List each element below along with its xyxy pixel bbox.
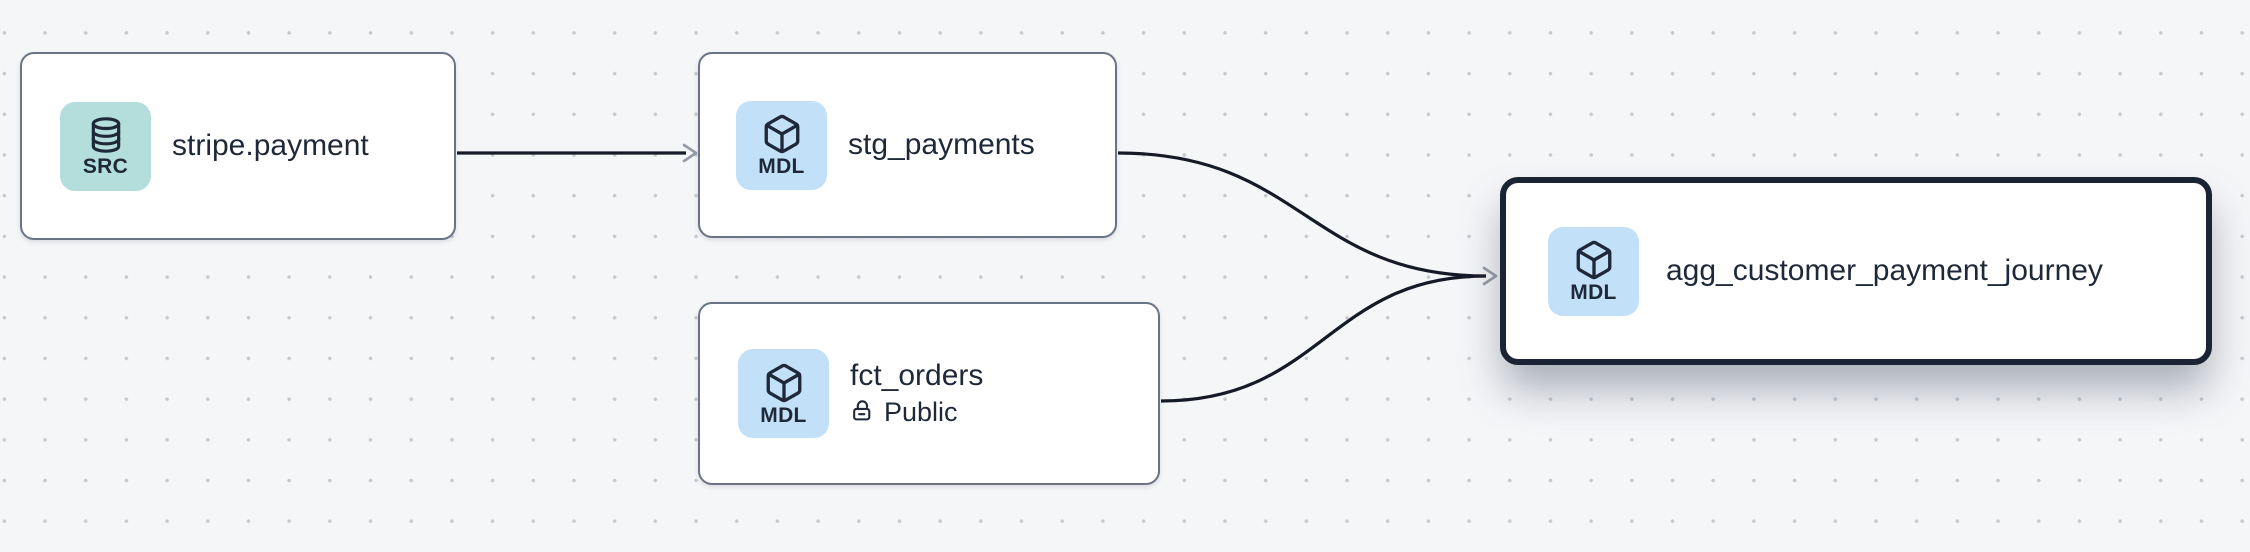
node-fct-orders[interactable]: MDL fct_orders Public	[698, 302, 1160, 485]
node-stripe-payment[interactable]: SRC stripe.payment	[20, 52, 456, 240]
model-badge: MDL	[736, 100, 827, 190]
node-stg-payments[interactable]: MDL stg_payments	[698, 52, 1117, 238]
cube-icon	[763, 362, 805, 404]
edge-fct-orders-to-agg	[1160, 274, 1487, 403]
access-label: Public	[884, 396, 958, 427]
badge-label: MDL	[760, 403, 807, 427]
node-agg-customer-payment-journey[interactable]: MDL agg_customer_payment_journey	[1500, 177, 2212, 365]
badge-label: MDL	[758, 155, 805, 178]
node-title: fct_orders	[850, 359, 984, 393]
source-badge: SRC	[60, 101, 151, 191]
arrowhead-icon	[682, 143, 698, 163]
node-title: stripe.payment	[172, 128, 369, 162]
edge-stg-payments-to-agg	[1117, 151, 1487, 278]
badge-label: MDL	[1570, 281, 1617, 304]
database-icon	[86, 115, 126, 155]
model-badge: MDL	[1548, 226, 1639, 316]
cube-icon	[1573, 239, 1615, 281]
unlock-icon	[850, 398, 875, 428]
arrowhead-icon	[1482, 266, 1498, 286]
cube-icon	[761, 113, 803, 155]
node-title: stg_payments	[848, 127, 1035, 161]
badge-label: SRC	[82, 155, 129, 178]
node-title: agg_customer_payment_journey	[1666, 253, 2103, 287]
model-badge: MDL	[738, 349, 829, 438]
access-row: Public	[850, 396, 983, 428]
